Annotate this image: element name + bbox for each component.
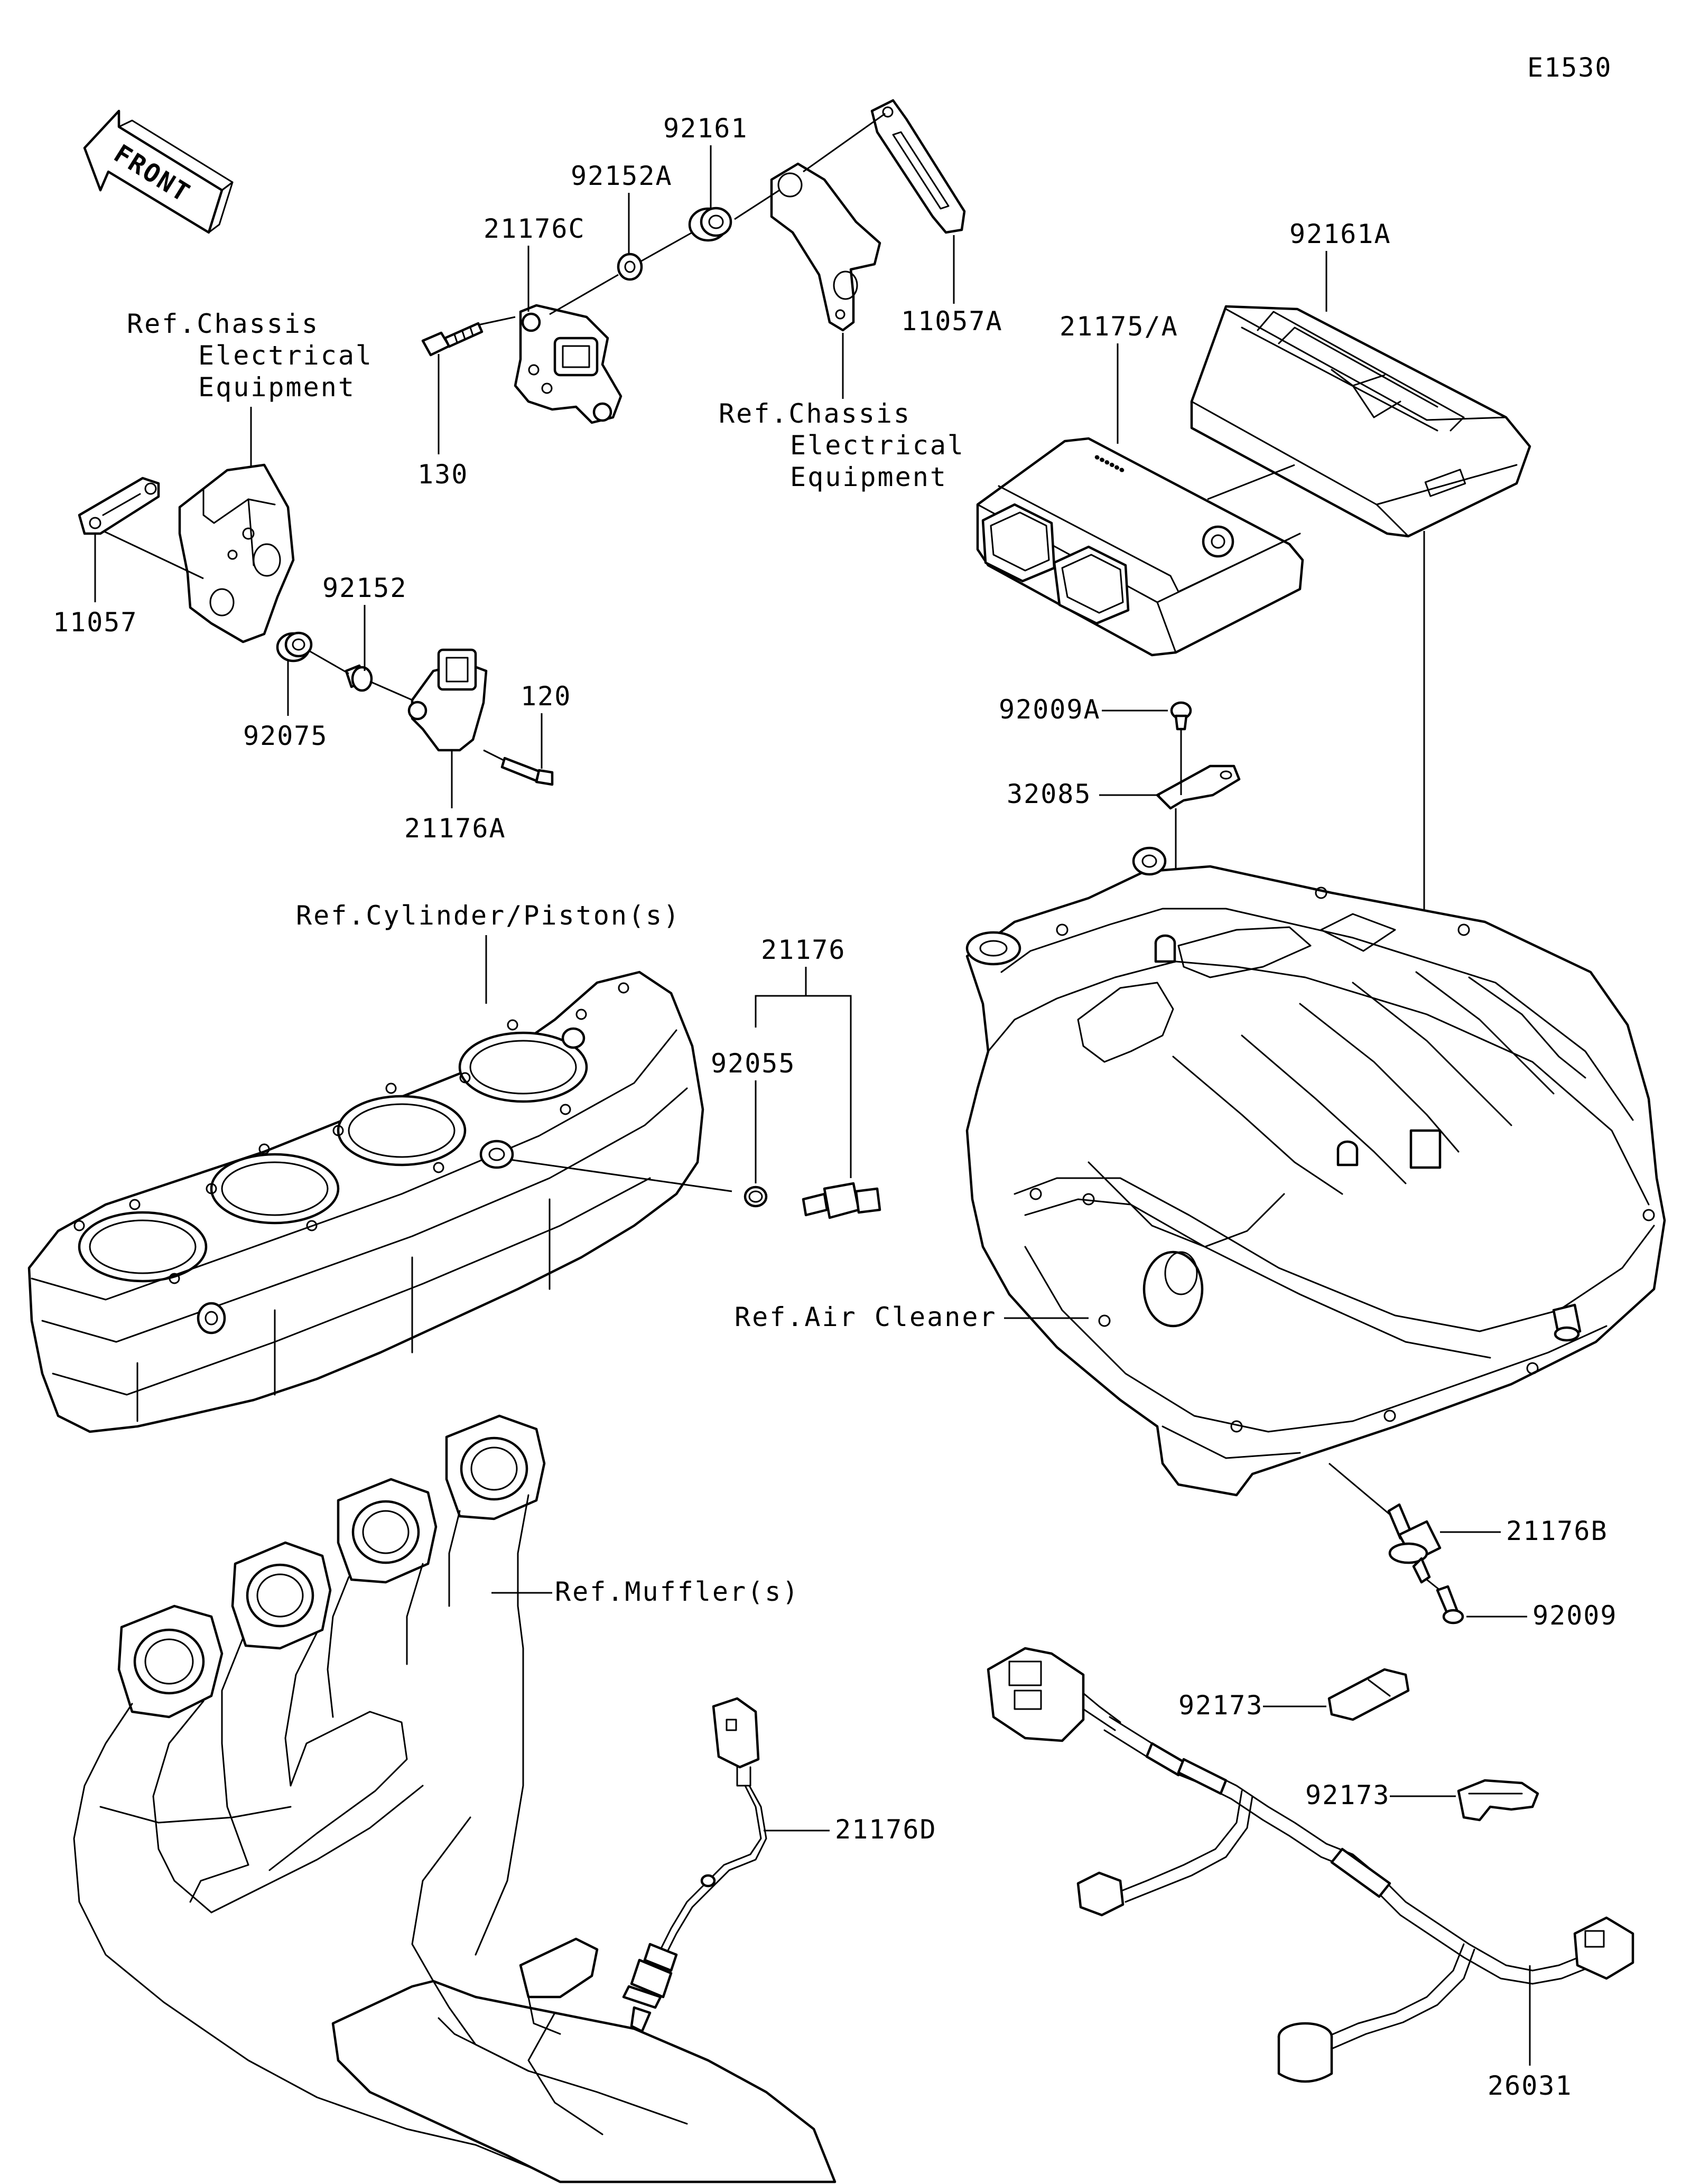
callout-21176: 21176 (761, 935, 846, 965)
callout-92173-upper: 92173 (1178, 1690, 1263, 1721)
callout-21176c: 21176C (484, 213, 586, 244)
callout-92161: 92161 (663, 113, 748, 144)
sensor-21176b (1387, 1503, 1442, 1584)
ref-muffler: Ref.Muffler(s) (555, 1576, 800, 1607)
collar-92152a (617, 253, 643, 281)
callout-21176a: 21176A (404, 813, 506, 844)
bracket-sensor-lower (178, 463, 295, 643)
grommet-92161 (688, 207, 732, 242)
sensor-21176 (802, 1182, 881, 1219)
callout-92152a: 92152A (571, 161, 673, 191)
clip-92173-lower (1457, 1779, 1539, 1822)
callout-92161a: 92161A (1289, 219, 1391, 249)
callout-92055: 92055 (711, 1048, 796, 1079)
ref-chassis-right-line1: Ref.Chassis (719, 398, 911, 429)
callout-32085: 32085 (1007, 779, 1092, 809)
callout-21175a: 21175/A (1060, 311, 1178, 342)
diagram-code: E1530 (1527, 52, 1612, 83)
ecu-21175a: * * * * * * (976, 437, 1304, 657)
front-arrow-icon: FRONT (83, 109, 234, 234)
callout-92009a: 92009A (999, 694, 1101, 725)
grommet-92075 (276, 631, 313, 662)
callout-11057a: 11057A (901, 306, 1003, 337)
ecu-cover-92161a (1190, 305, 1531, 538)
callout-120: 120 (521, 681, 571, 712)
callout-92009: 92009 (1532, 1600, 1618, 1631)
oring-92055 (744, 1186, 768, 1208)
collar-92152 (345, 664, 373, 692)
callout-21176d: 21176D (835, 1814, 937, 1845)
ref-chassis-right-line3: Equipment (790, 462, 947, 492)
screw-92009 (1436, 1585, 1464, 1625)
air-cleaner-housing (965, 846, 1666, 1497)
ref-chassis-right-line2: Electrical (790, 430, 965, 461)
bolt-130 (421, 322, 484, 357)
callout-92173-lower: 92173 (1305, 1780, 1390, 1810)
clip-92173-upper (1327, 1668, 1410, 1721)
bracket-chassis-upper (770, 162, 881, 332)
exhaust-headers (73, 1414, 837, 2183)
cylinder-block (27, 970, 704, 1433)
plate-11057 (78, 477, 160, 535)
bolt-120 (500, 757, 554, 786)
ref-cylinder: Ref.Cylinder/Piston(s) (296, 900, 681, 931)
harness-26031 (987, 1647, 1634, 2083)
ref-chassis-left-line2: Electrical (198, 340, 373, 371)
sensor-21176d (622, 1697, 767, 2033)
screw-92009a (1170, 701, 1192, 731)
callout-92152: 92152 (322, 573, 407, 603)
callout-26031: 26031 (1488, 2070, 1573, 2101)
callout-130: 130 (417, 459, 468, 490)
callout-11057: 11057 (53, 607, 138, 638)
ref-air-cleaner: Ref.Air Cleaner (735, 1302, 997, 1332)
sensor-21176c (514, 304, 622, 424)
ref-chassis-left-line3: Equipment (198, 372, 356, 403)
plate-11057a (870, 99, 966, 234)
bracket-32085 (1156, 764, 1241, 810)
callout-21176b: 21176B (1506, 1516, 1608, 1546)
callout-92075: 92075 (243, 721, 328, 751)
sensor-21176a (407, 648, 488, 752)
ref-chassis-left-line1: Ref.Chassis (127, 309, 319, 339)
